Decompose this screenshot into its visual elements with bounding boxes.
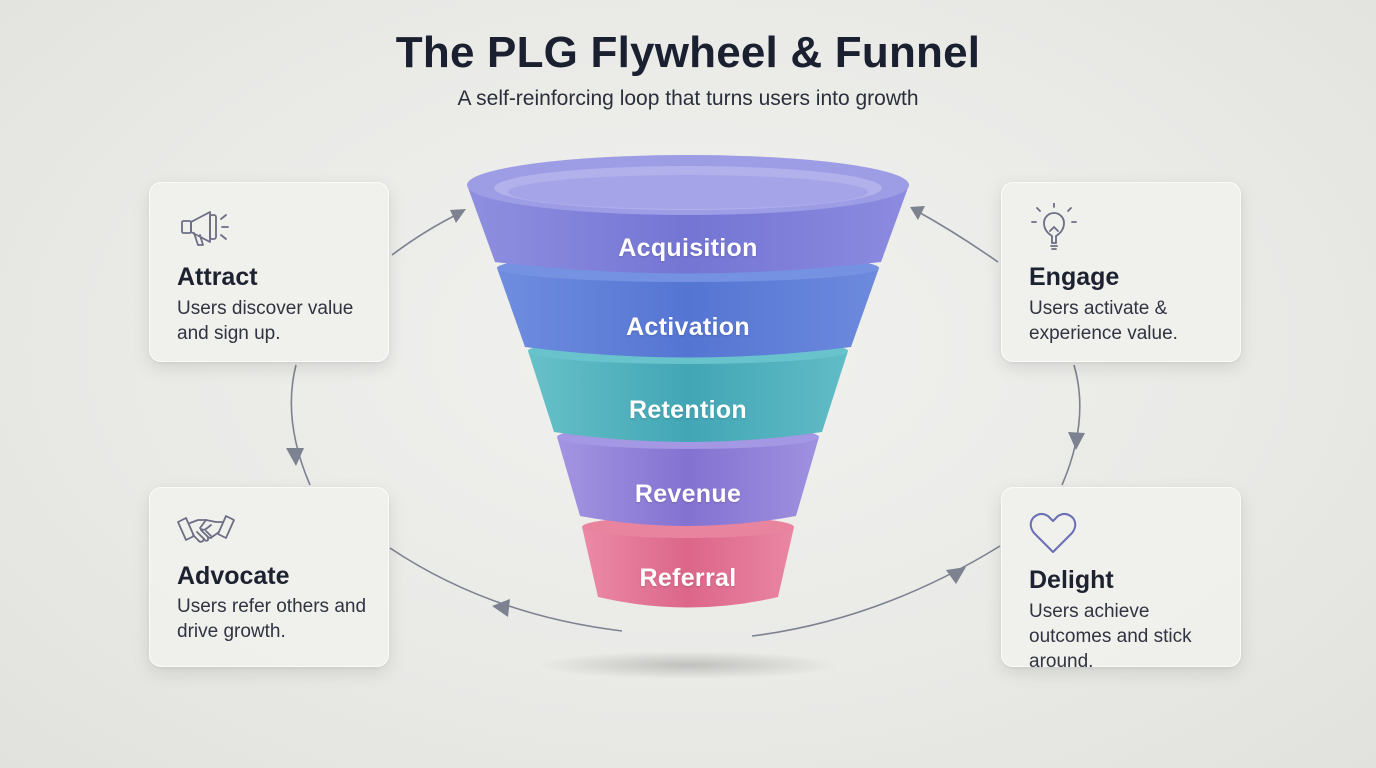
- arrowhead-advocate-to-attract: [286, 448, 304, 466]
- card-title-engage: Engage: [1029, 263, 1120, 291]
- funnel-label-acquisition: Acquisition: [618, 234, 758, 262]
- card-desc-attract: Users discover value and sign up.: [177, 298, 354, 344]
- card-desc-advocate: Users refer others and drive growth.: [177, 596, 367, 642]
- page-title: The PLG Flywheel & Funnel: [395, 28, 981, 77]
- arrow-bottom-to-advocate: [389, 547, 623, 632]
- funnel-label-retention: Retention: [629, 396, 747, 424]
- card-advocate: Advocate Users refer others and drive gr…: [149, 487, 389, 667]
- funnel-stage-referral: [582, 516, 794, 608]
- funnel-stage-acquisition: [467, 155, 909, 274]
- page-subtitle: A self-reinforcing loop that turns users…: [457, 87, 919, 110]
- arrowhead-engage-to-delight: [1068, 432, 1085, 450]
- card-attract: Attract Users discover value and sign up…: [149, 182, 389, 362]
- funnel-label-revenue: Revenue: [634, 480, 742, 508]
- megaphone-icon: [181, 211, 229, 246]
- funnel-label-activation: Activation: [626, 313, 750, 341]
- heart-icon: [1029, 512, 1077, 553]
- card-delight: Delight Users achieve outcomes and stick…: [1001, 487, 1241, 672]
- funnel-label-referral: Referral: [639, 564, 737, 592]
- arrowhead-funnel-to-engage: [910, 206, 925, 220]
- arrowhead-bottom-to-advocate: [492, 599, 510, 617]
- card-title-delight: Delight: [1029, 566, 1114, 594]
- card-title-advocate: Advocate: [177, 562, 290, 590]
- arrow-delight-to-bottom: [751, 545, 1001, 637]
- arrow-engage-to-delight: [1061, 364, 1081, 486]
- arrow-funnel-to-engage: [914, 209, 999, 263]
- arrowhead-delight-to-bottom: [946, 567, 966, 584]
- card-engage: Engage Users activate & experience value…: [1001, 182, 1241, 362]
- handshake-icon: [177, 515, 235, 543]
- funnel-shadow: [538, 651, 838, 679]
- card-desc-delight: Users achieve outcomes and stick around.: [1029, 601, 1192, 672]
- card-title-attract: Attract: [177, 263, 258, 291]
- arrowhead-attract-to-funnel: [450, 209, 466, 223]
- card-desc-engage: Users activate & experience value.: [1029, 298, 1178, 344]
- lightbulb-icon: [1031, 203, 1077, 250]
- arrow-advocate-to-attract: [290, 364, 311, 486]
